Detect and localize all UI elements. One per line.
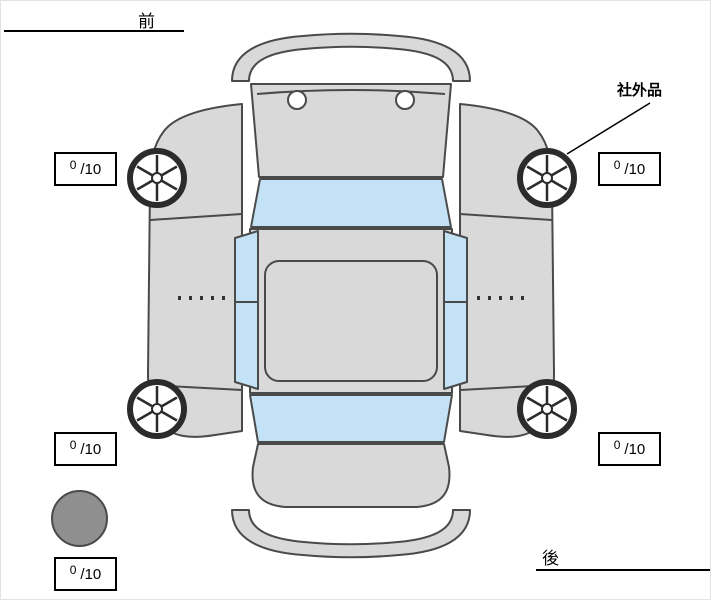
hood-marker-right: [395, 90, 415, 110]
tread-box-rear-right: 0 /10: [598, 432, 661, 466]
right-panel-seam-front: [459, 213, 553, 221]
rear-window: [249, 394, 453, 443]
tread-box-front-left: 0 /10: [54, 152, 117, 186]
tread-value: 0: [69, 158, 77, 172]
tread-scale: /10: [624, 440, 646, 458]
rear-label: 後: [542, 549, 560, 568]
front-bumper: [231, 32, 471, 82]
tread-scale: /10: [80, 160, 102, 178]
wheel-rear-left-icon: [127, 379, 187, 439]
tread-scale: /10: [80, 565, 102, 583]
hood-seam: [256, 89, 446, 95]
hood-marker-left: [287, 90, 307, 110]
wheel-front-left-icon: [127, 148, 187, 208]
tread-scale: /10: [624, 160, 646, 178]
side-window-left: [234, 230, 259, 390]
tread-scale: /10: [80, 440, 102, 458]
front-underline: [4, 30, 184, 32]
tread-value: 0: [69, 438, 77, 452]
front-label: 前: [138, 12, 156, 31]
side-window-right: [443, 230, 468, 390]
tread-value: 0: [613, 158, 621, 172]
wheels: [127, 148, 577, 439]
tread-box-spare: 0 /10: [54, 557, 117, 591]
trunk: [251, 443, 451, 508]
rear-bumper: [231, 509, 471, 559]
aftermarket-label: 社外品: [617, 82, 663, 99]
roof-panel: [264, 260, 438, 382]
wheel-rear-right-icon: [517, 379, 577, 439]
aftermarket-pointer-line: [566, 102, 651, 155]
rear-underline: [536, 569, 710, 571]
left-panel-seam-front: [149, 213, 243, 221]
tread-value: 0: [613, 438, 621, 452]
spare-tire-icon: [51, 490, 108, 547]
tread-value: 0: [69, 563, 77, 577]
wheel-front-right-icon: [517, 148, 577, 208]
tread-box-rear-left: 0 /10: [54, 432, 117, 466]
tread-box-front-right: 0 /10: [598, 152, 661, 186]
hood: [250, 83, 452, 178]
windshield: [250, 178, 452, 228]
